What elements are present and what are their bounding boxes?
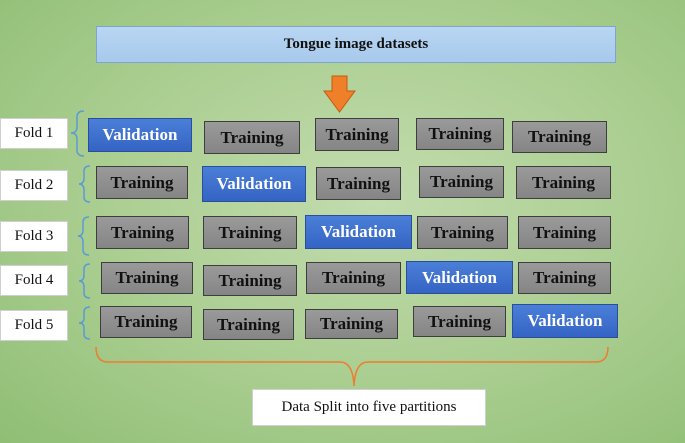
fold-1-label: Fold 1 [0, 118, 68, 149]
fold-4-partition-3-training-box: Training [306, 262, 401, 294]
fold-2-partition-3-training-box: Training [316, 167, 401, 200]
fold-5-partition-1-training-box: Training [100, 306, 192, 338]
dataset-header-box: Tongue image datasets [96, 26, 616, 63]
fold-5-partition-5-validation-box: Validation [512, 304, 618, 338]
down-arrow-icon [323, 75, 356, 113]
fold-1-partition-4-training-box: Training [416, 118, 504, 150]
fold-2-partition-5-training-box: Training [516, 166, 611, 199]
bottom-brace [95, 346, 609, 387]
fold-5-partition-2-training-box: Training [203, 309, 294, 340]
fold-5-partition-4-training-box: Training [413, 306, 506, 337]
fold-4-partition-1-training-box: Training [101, 262, 193, 294]
fold-5-label: Fold 5 [0, 310, 68, 341]
fold-5-partition-3-training-box: Training [305, 309, 398, 339]
fold-3-partition-4-training-box: Training [417, 216, 508, 249]
fold-1-bracket [70, 110, 85, 157]
fold-1-partition-5-training-box: Training [512, 121, 607, 153]
fold-5-bracket [78, 306, 91, 340]
fold-1-partition-1-validation-box: Validation [88, 118, 192, 152]
fold-4-partition-5-training-box: Training [518, 262, 611, 294]
fold-1-partition-2-training-box: Training [204, 121, 300, 154]
fold-4-partition-4-validation-box: Validation [406, 261, 513, 294]
fold-2-bracket [78, 165, 91, 203]
fold-3-partition-1-training-box: Training [96, 216, 189, 249]
fold-brackets [70, 110, 91, 340]
fold-3-partition-2-training-box: Training [203, 216, 297, 249]
fold-3-label: Fold 3 [0, 221, 68, 252]
fold-3-partition-3-validation-box: Validation [305, 215, 412, 249]
fold-2-label: Fold 2 [0, 170, 68, 201]
fold-1-partition-3-training-box: Training [315, 118, 399, 151]
fold-2-partition-4-training-box: Training [419, 166, 504, 198]
split-caption: Data Split into five partitions [252, 389, 486, 426]
fold-3-partition-5-training-box: Training [518, 216, 611, 249]
fold-2-partition-1-training-box: Training [96, 166, 188, 199]
fold-3-bracket [77, 216, 90, 256]
fold-4-partition-2-training-box: Training [203, 265, 297, 296]
fold-4-label: Fold 4 [0, 265, 68, 296]
fold-2-partition-2-validation-box: Validation [202, 166, 306, 202]
fold-4-bracket [78, 263, 91, 299]
